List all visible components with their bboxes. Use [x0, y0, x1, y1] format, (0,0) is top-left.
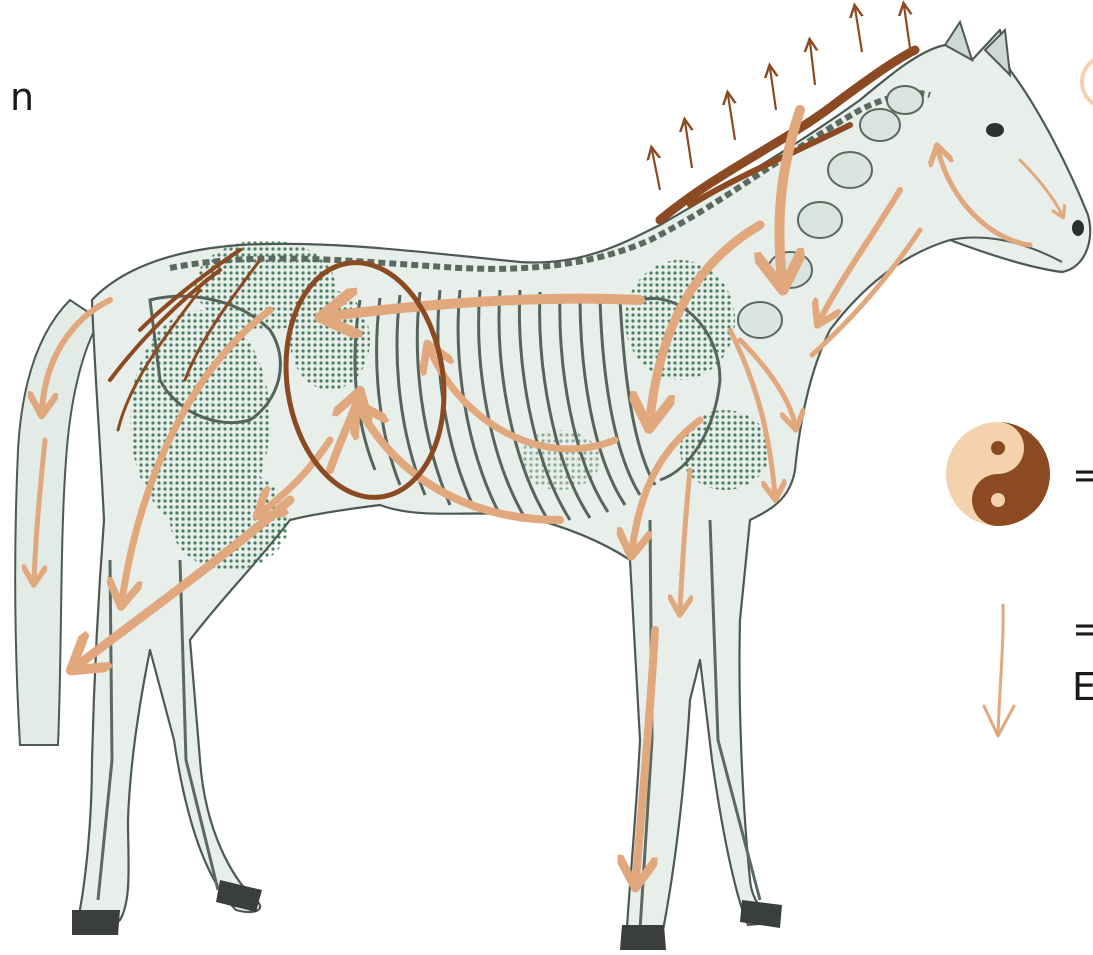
horse-tail: [15, 300, 100, 745]
hooves: [72, 880, 782, 950]
crest-arrow: [652, 150, 660, 190]
arrow-legend-label-2: E: [1072, 668, 1093, 706]
partial-yinyang-icon: [1082, 56, 1093, 108]
crest-arrow: [810, 42, 815, 85]
yin-yang-icon: [946, 422, 1050, 526]
horse-eye: [986, 123, 1004, 137]
yinyang-legend-label: =: [1072, 456, 1093, 494]
crest-arrow: [904, 6, 910, 48]
crest-arrow: [728, 95, 735, 140]
arrow-legend-label: =: [1072, 610, 1093, 648]
legend: [946, 422, 1050, 736]
horse-illustration: [15, 22, 1090, 950]
title-fragment: n: [10, 78, 34, 116]
flow-arrow-icon: [984, 605, 1014, 736]
horse-nostril: [1072, 220, 1084, 236]
crest-arrow: [685, 122, 692, 168]
crest-arrow: [855, 8, 862, 52]
crest-arrow: [770, 68, 776, 110]
